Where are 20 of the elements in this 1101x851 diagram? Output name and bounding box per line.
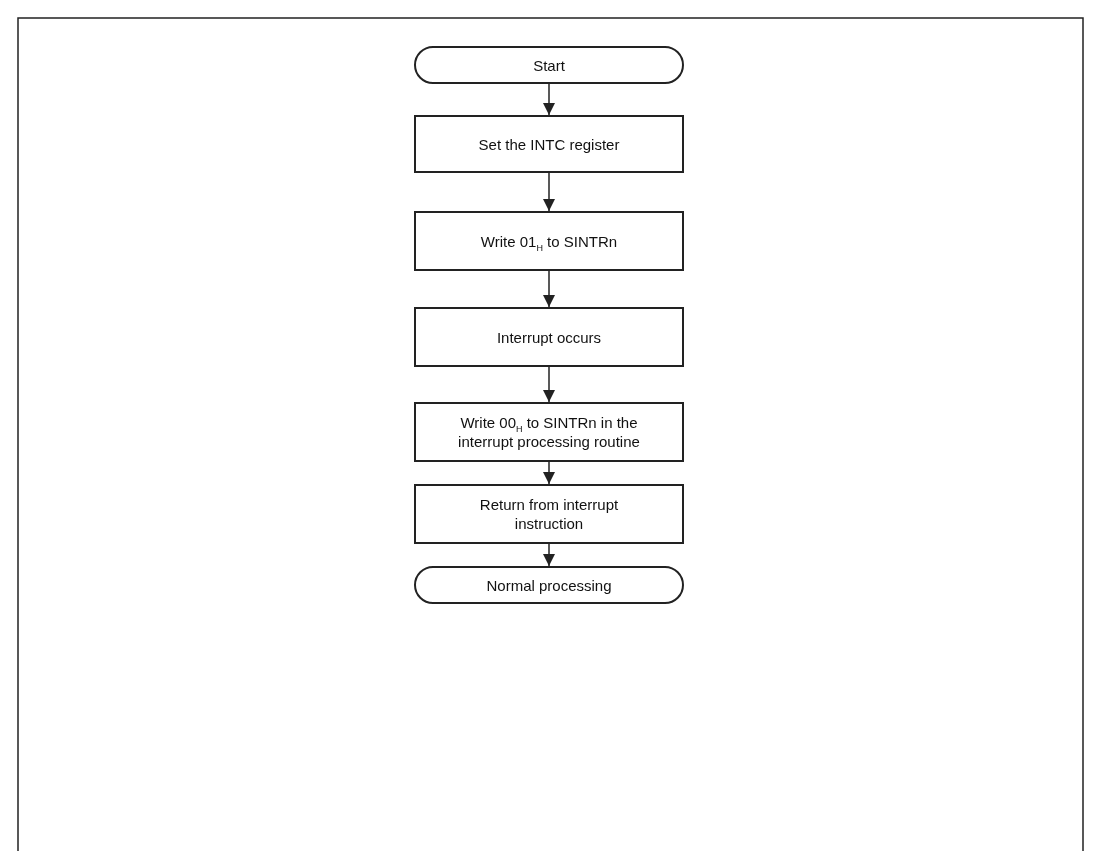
step-text: Normal processing [486, 575, 612, 595]
process-box [414, 484, 684, 544]
process-box [414, 211, 684, 271]
arrow [543, 461, 555, 485]
arrow [543, 270, 555, 308]
step-text: Set the INTC register [478, 134, 620, 154]
arrow [543, 543, 555, 567]
terminal-box [414, 46, 684, 84]
step-text: Write 01$_{H}$ to SINTRn [480, 231, 618, 251]
step-text: Interrupt occurs [496, 327, 602, 347]
arrow [543, 366, 555, 403]
step-text: Return from interrupt instruction [478, 495, 620, 533]
step-text: Start [533, 55, 565, 75]
terminal-box [414, 566, 684, 604]
step-text: Write 00$_{H}$ to SINTRn in the interrupt processing routine [457, 413, 641, 451]
arrow [543, 83, 555, 116]
process-box [414, 402, 684, 462]
process-box [414, 115, 684, 173]
arrow [543, 172, 555, 212]
process-box [414, 307, 684, 367]
